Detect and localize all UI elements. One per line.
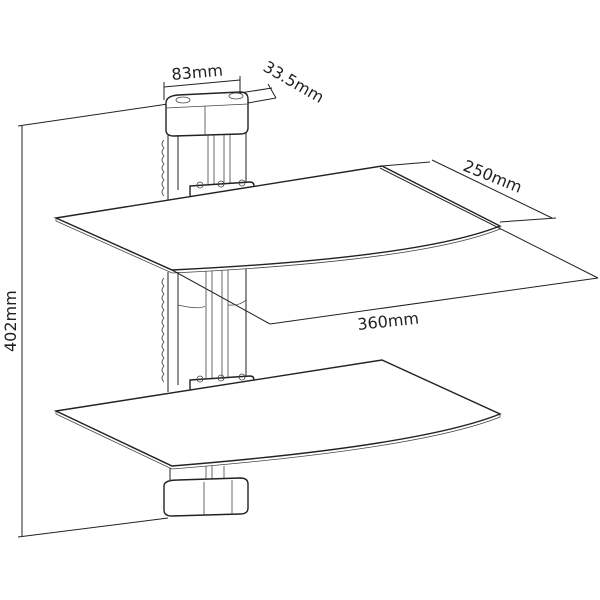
top-bracket — [165, 91, 249, 137]
shelf-width-label: 360mm — [356, 309, 419, 334]
upper-shelf — [53, 165, 502, 274]
height-label: 402mm — [1, 290, 20, 352]
bracket-dimension — [163, 76, 277, 104]
bottom-bracket — [163, 466, 249, 517]
height-dimension — [17, 103, 169, 538]
lower-shelf — [53, 359, 502, 470]
wall-rail-middle — [161, 269, 255, 393]
shelf-dimension-lines — [171, 159, 599, 325]
shelf-depth-label: 250mm — [461, 156, 525, 197]
bracket-width-label: 83mm — [171, 61, 224, 84]
